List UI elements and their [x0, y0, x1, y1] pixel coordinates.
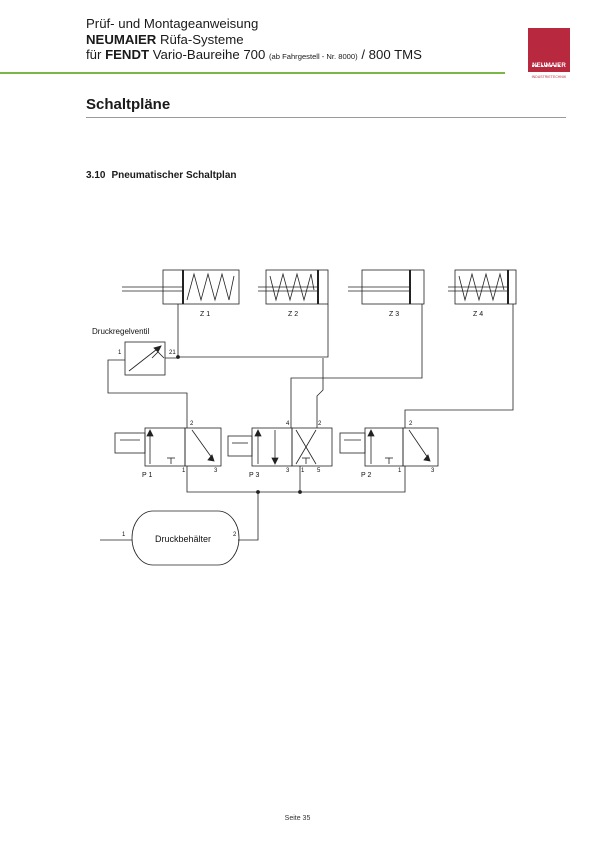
- valve-p2-label: P 2: [361, 472, 371, 479]
- cylinder-z1-label: Z 1: [200, 311, 210, 318]
- cylinder-z4-label: Z 4: [473, 311, 483, 318]
- valve-p3-label: P 3: [249, 472, 259, 479]
- logo-subtitle: INDUSTRIETECHNIK: [531, 75, 567, 79]
- logo-dots: [532, 54, 566, 67]
- subsection-number: 3.10: [86, 170, 106, 181]
- section-title: Schaltpläne: [86, 96, 171, 113]
- air-tank: Druckbehälter 1 2: [100, 510, 240, 566]
- valve-p1-port-2: 2: [190, 421, 194, 427]
- pressure-regulator: Druckregelventil 1 21: [92, 327, 176, 376]
- subsection-title: Pneumatischer Schaltplan: [111, 170, 237, 181]
- valve-p1-port-3: 3: [214, 468, 218, 474]
- valve-p3-port-5: 5: [317, 468, 321, 474]
- header-chassis-note: (ab Fahrgestell - Nr. 8000): [269, 52, 358, 61]
- valve-p1-port-1: 1: [182, 468, 186, 474]
- valve-p2-port-1: 1: [398, 468, 402, 474]
- pressure-regulator-label: Druckregelventil: [92, 327, 150, 336]
- supply-line: [186, 466, 406, 541]
- valve-p2-port-3: 3: [431, 468, 435, 474]
- valve-p1-label: P 1: [142, 472, 152, 479]
- pneumatic-lines: [107, 304, 514, 428]
- subsection-heading: 3.10 Pneumatischer Schaltplan: [86, 170, 237, 181]
- tank-port-2: 2: [233, 532, 237, 538]
- cylinder-z1: Z 1: [122, 269, 240, 318]
- header-title: Prüf- und Montageanweisung: [86, 16, 259, 31]
- logo-name: NEUMAIER: [532, 62, 566, 69]
- header-brand: NEUMAIER: [86, 31, 157, 47]
- header-vehicle-brand: FENDT: [105, 47, 150, 62]
- cylinder-z2-label: Z 2: [288, 311, 298, 318]
- regulator-port-21: 21: [169, 350, 176, 356]
- cylinder-z3-label: Z 3: [389, 311, 399, 318]
- cylinder-z4: Z 4: [448, 269, 517, 318]
- cylinder-z3: Z 3: [348, 269, 425, 318]
- valve-p1: 2 1 3 P 1: [114, 421, 222, 479]
- valve-p3-port-1: 1: [301, 468, 305, 474]
- valve-p2: 2 1 3 P 2: [339, 421, 439, 479]
- valve-p3-port-4: 4: [286, 421, 290, 427]
- regulator-port-1: 1: [118, 350, 122, 356]
- document-header: Prüf- und Montageanweisung NEUMAIER Rüfa…: [86, 16, 506, 65]
- cylinder-z2: Z 2: [258, 269, 329, 318]
- valve-p3: 4 2 3 1 5 P 3: [227, 421, 333, 479]
- valve-p3-port-3: 3: [286, 468, 290, 474]
- company-logo: NEUMAIER: [528, 28, 570, 72]
- page-number: Seite 35: [284, 815, 311, 822]
- header-vehicle-line: für FENDT Vario-Baureihe 700 (ab Fahrges…: [86, 47, 422, 62]
- tank-label: Druckbehälter: [155, 534, 211, 544]
- valve-p3-port-2: 2: [318, 421, 322, 427]
- valve-p2-port-2: 2: [409, 421, 413, 427]
- pneumatic-schematic: Z 1 Z 2 Z 3 Z 4 Druckregelventil 1 21: [0, 250, 595, 580]
- tank-port-1: 1: [122, 532, 126, 538]
- header-company-line: NEUMAIER Rüfa-Systeme: [86, 31, 244, 47]
- header-divider: [0, 72, 505, 74]
- section-divider: [86, 117, 566, 118]
